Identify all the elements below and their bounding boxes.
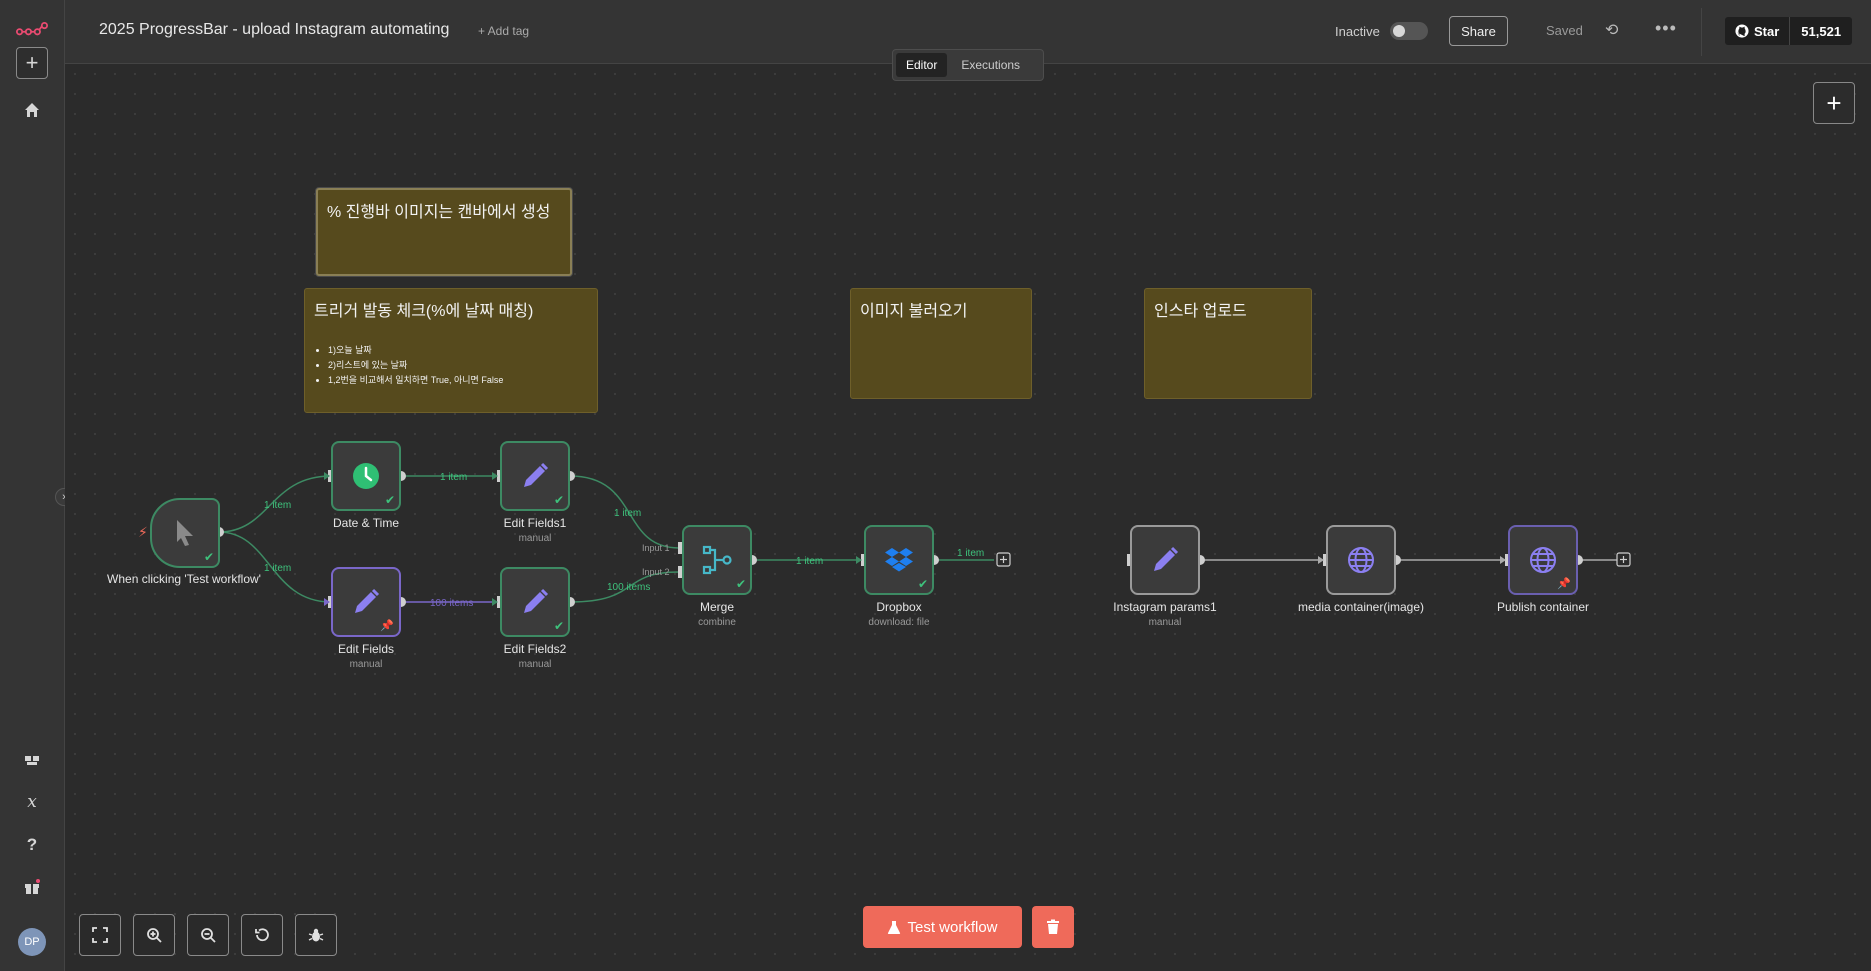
node-label: Merge bbox=[699, 600, 734, 614]
sticky-note-title: 트리거 발동 체크(%에 날짜 매칭) bbox=[314, 303, 534, 320]
mode-tabs: Editor Executions bbox=[892, 49, 1044, 81]
gift-icon[interactable] bbox=[16, 871, 48, 903]
trigger-bolt-icon: ⚡ bbox=[138, 524, 148, 540]
node-publish-container[interactable]: 📌 bbox=[1508, 525, 1578, 595]
user-avatar[interactable]: DP bbox=[18, 928, 46, 956]
pencil-icon bbox=[355, 588, 380, 613]
node-subtitle: manual bbox=[349, 659, 383, 670]
node-label: Edit Fields2 bbox=[503, 642, 567, 656]
node-edit-fields1[interactable]: ✔ bbox=[500, 441, 570, 511]
success-check-icon: ✔ bbox=[553, 493, 564, 507]
sidebar: + 𝑥 ? DP bbox=[0, 0, 65, 971]
sticky-note-title: 이미지 불러오기 bbox=[860, 303, 968, 320]
debug-button[interactable] bbox=[295, 914, 337, 956]
success-check-icon: ✔ bbox=[735, 577, 746, 591]
history-icon[interactable]: ⟲ bbox=[1605, 22, 1619, 39]
help-icon[interactable]: ? bbox=[26, 835, 38, 854]
github-star-count: 51,521 bbox=[1790, 17, 1853, 45]
tab-executions[interactable]: Executions bbox=[961, 58, 1021, 72]
active-status-label: Inactive bbox=[1335, 24, 1380, 39]
github-star-button[interactable]: Star 51,521 bbox=[1725, 17, 1853, 45]
sticky-note-progress[interactable]: % 진행바 이미지는 캔바에서 생성 bbox=[316, 188, 572, 276]
node-subtitle: manual bbox=[1148, 617, 1182, 628]
more-options-icon[interactable]: ••• bbox=[1655, 18, 1677, 38]
trash-icon bbox=[1047, 919, 1059, 934]
merge-icon bbox=[702, 545, 732, 575]
delete-button[interactable] bbox=[1032, 906, 1074, 948]
pencil-icon bbox=[524, 462, 549, 487]
github-star[interactable]: Star bbox=[1725, 17, 1791, 45]
zoom-in-button[interactable] bbox=[133, 914, 175, 956]
zoom-in-icon bbox=[147, 928, 162, 943]
cursor-icon bbox=[177, 520, 193, 546]
node-subtitle: download: file bbox=[868, 617, 930, 628]
node-label: Edit Fields bbox=[337, 642, 395, 656]
reset-zoom-button[interactable] bbox=[241, 914, 283, 956]
n8n-logo-icon[interactable] bbox=[16, 14, 48, 46]
add-workflow-button[interactable]: + bbox=[16, 47, 48, 79]
github-icon bbox=[1735, 24, 1749, 38]
sticky-note-insta[interactable]: 인스타 업로드 bbox=[1144, 288, 1312, 399]
zoom-out-button[interactable] bbox=[187, 914, 229, 956]
node-subtitle: manual bbox=[518, 659, 552, 670]
header-divider bbox=[1701, 8, 1702, 56]
node-label: Instagram params1 bbox=[1113, 600, 1217, 614]
sticky-note-item: 1,2번을 비교해서 일치하면 True, 아니면 False bbox=[328, 373, 588, 388]
test-workflow-label: Test workflow bbox=[907, 918, 998, 936]
dropbox-icon bbox=[885, 548, 913, 572]
flask-icon bbox=[888, 920, 901, 934]
node-manual-trigger[interactable]: ✔ bbox=[150, 498, 220, 568]
undo-icon bbox=[255, 928, 269, 942]
node-merge[interactable]: ✔ bbox=[682, 525, 752, 595]
add-tag-link[interactable]: + Add tag bbox=[478, 24, 530, 38]
pencil-icon bbox=[1154, 546, 1179, 571]
success-check-icon: ✔ bbox=[553, 619, 564, 633]
pin-icon: 📌 bbox=[380, 620, 394, 632]
activate-toggle[interactable] bbox=[1390, 22, 1428, 40]
node-media-container[interactable] bbox=[1326, 525, 1396, 595]
clock-icon bbox=[353, 463, 379, 489]
saved-status: Saved bbox=[1546, 23, 1583, 38]
node-label: Edit Fields1 bbox=[503, 516, 567, 530]
globe-icon bbox=[1530, 547, 1556, 573]
node-subtitle: manual bbox=[518, 533, 552, 544]
node-label: Date & Time bbox=[332, 516, 400, 530]
zoom-to-fit-button[interactable] bbox=[79, 914, 121, 956]
github-star-label: Star bbox=[1754, 23, 1780, 39]
node-date-time[interactable]: ✔ bbox=[331, 441, 401, 511]
sticky-note-trigger[interactable]: 트리거 발동 체크(%에 날짜 매칭) 1)오늘 날짜 2)리스트에 있는 날짜… bbox=[304, 288, 598, 413]
variables-icon[interactable]: 𝑥 bbox=[27, 792, 37, 812]
success-check-icon: ✔ bbox=[203, 550, 214, 564]
test-workflow-button[interactable]: Test workflow bbox=[863, 906, 1022, 948]
sticky-note-image[interactable]: 이미지 불러오기 bbox=[850, 288, 1032, 399]
templates-icon[interactable] bbox=[16, 744, 48, 776]
share-button[interactable]: Share bbox=[1449, 16, 1508, 46]
tab-editor[interactable]: Editor bbox=[896, 53, 948, 77]
workflow-title[interactable]: 2025 ProgressBar - upload Instagram auto… bbox=[99, 21, 450, 38]
fit-view-icon bbox=[92, 927, 108, 943]
node-subtitle: combine bbox=[698, 617, 736, 628]
success-check-icon: ✔ bbox=[917, 577, 928, 591]
globe-icon bbox=[1348, 547, 1374, 573]
node-instagram-params1[interactable] bbox=[1130, 525, 1200, 595]
node-label: media container(image) bbox=[1297, 600, 1425, 614]
node-edit-fields2[interactable]: ✔ bbox=[500, 567, 570, 637]
pin-icon: 📌 bbox=[1557, 578, 1571, 590]
success-check-icon: ✔ bbox=[384, 493, 395, 507]
node-label: When clicking 'Test workflow' bbox=[107, 572, 261, 586]
node-label: Publish container bbox=[1496, 600, 1590, 614]
sticky-note-title: % 진행바 이미지는 캔바에서 생성 bbox=[327, 204, 551, 221]
sticky-note-item: 1)오늘 날짜 bbox=[328, 343, 588, 358]
zoom-out-icon bbox=[201, 928, 216, 943]
home-icon[interactable] bbox=[16, 94, 48, 126]
add-node-button[interactable]: + bbox=[1813, 82, 1855, 124]
sticky-note-title: 인스타 업로드 bbox=[1154, 303, 1247, 320]
sticky-note-item: 2)리스트에 있는 날짜 bbox=[328, 358, 588, 373]
node-dropbox[interactable]: ✔ bbox=[864, 525, 934, 595]
bug-icon bbox=[308, 928, 324, 942]
node-edit-fields[interactable]: 📌 bbox=[331, 567, 401, 637]
node-label: Dropbox bbox=[876, 600, 922, 614]
pencil-icon bbox=[524, 588, 549, 613]
